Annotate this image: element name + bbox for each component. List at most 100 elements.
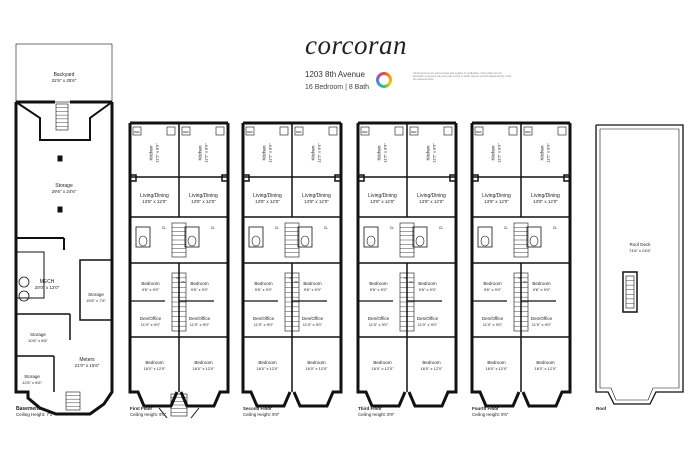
room-dimension: 11'0" x 9'0" bbox=[483, 322, 503, 327]
room-dimension: 13'8" x 12'0" bbox=[255, 199, 280, 204]
room-label: Living/Dining bbox=[189, 193, 218, 199]
bathtub-icon bbox=[366, 235, 376, 247]
room-label: Living/Dining bbox=[368, 193, 397, 199]
room-label: Bedroom bbox=[258, 360, 277, 365]
room-label: Den/Office bbox=[302, 316, 324, 321]
room-dimension: 11'0" x 9'0" bbox=[141, 322, 161, 327]
bathtub-icon bbox=[480, 235, 490, 247]
room-label: Storage bbox=[30, 332, 46, 337]
room-label: Living/Dining bbox=[417, 193, 446, 199]
room-dimension: 13'8" x 12'0" bbox=[370, 199, 395, 204]
exterior-wall bbox=[292, 123, 343, 408]
room-dimension: 9'6" x 9'0" bbox=[484, 287, 502, 292]
room-label: Bedroom bbox=[532, 281, 551, 286]
room-dimension: 21'0" x 15'6" bbox=[75, 363, 100, 368]
closet-label: CL bbox=[390, 226, 395, 230]
brand-logo: corcoran bbox=[305, 30, 407, 60]
room-dimension: 11'0" x 9'0" bbox=[254, 322, 274, 327]
room-dimension: 16'0" x 12'0" bbox=[306, 366, 329, 371]
stair-label: UP bbox=[518, 276, 522, 280]
bathtub-icon bbox=[187, 235, 197, 247]
bathroom bbox=[412, 226, 428, 248]
room-dimension: 13'8" x 12'0" bbox=[533, 199, 558, 204]
roof-outline bbox=[595, 124, 684, 405]
room-dimension: 11'5" x 8'0" bbox=[383, 143, 388, 163]
room-label: Bedroom bbox=[307, 360, 326, 365]
closet-label: CL bbox=[439, 226, 444, 230]
appliance-icon bbox=[508, 126, 518, 136]
roof-hatch bbox=[622, 271, 638, 313]
closet-label: CL bbox=[211, 226, 216, 230]
room-label: Kitchen bbox=[491, 145, 496, 161]
room-label: Living/Dining bbox=[253, 193, 282, 199]
room-label: Storage bbox=[24, 374, 40, 379]
boiler-icon bbox=[18, 276, 30, 288]
compass-icon bbox=[376, 72, 392, 88]
exterior-wall bbox=[179, 123, 230, 408]
room-label: Living/Dining bbox=[482, 193, 511, 199]
room-dimension: 11'5" x 8'0" bbox=[317, 143, 322, 163]
room-label: Kitchen bbox=[377, 145, 382, 161]
refrigerator-icon bbox=[409, 126, 419, 136]
wall-line bbox=[449, 174, 456, 182]
refrigerator-icon bbox=[132, 126, 142, 136]
ref-label: REF bbox=[247, 130, 253, 134]
room-label: Kitchen bbox=[311, 145, 316, 161]
bathroom bbox=[297, 226, 313, 248]
room-label: Kitchen bbox=[198, 145, 203, 161]
wall-line bbox=[130, 174, 137, 182]
property-address: 1203 8th Avenue bbox=[305, 70, 365, 79]
column-icon bbox=[57, 155, 63, 162]
floor-label: Roof bbox=[596, 406, 607, 411]
stair-icon bbox=[55, 103, 69, 131]
room-dimension: 16'0" x 12'0" bbox=[372, 366, 395, 371]
bathroom bbox=[363, 226, 379, 248]
floor-label: Third Floor bbox=[358, 406, 382, 411]
ceiling-height: Ceiling Height: 7'2" bbox=[16, 412, 54, 417]
room-label: Backyard bbox=[54, 72, 75, 78]
wall-line bbox=[221, 174, 228, 182]
stair-label: DN bbox=[523, 280, 527, 284]
appliance-icon bbox=[279, 126, 289, 136]
bathtub-icon bbox=[415, 235, 425, 247]
refrigerator-icon bbox=[523, 126, 533, 136]
room-dimension: 12'6" x 8'6" bbox=[22, 380, 42, 385]
room-dimension: 74'6" x 24'6" bbox=[629, 248, 652, 253]
ref-label: REF bbox=[296, 130, 302, 134]
boiler-icon bbox=[18, 290, 30, 302]
bathroom bbox=[184, 226, 200, 248]
wall-line bbox=[334, 174, 341, 182]
floor-label: Fourth Floor bbox=[472, 406, 499, 411]
room-dimension: 13'8" x 12'0" bbox=[191, 199, 216, 204]
room-dimension: 9'6" x 9'0" bbox=[370, 287, 388, 292]
closet-label: CL bbox=[275, 226, 280, 230]
room-label: Kitchen bbox=[262, 145, 267, 161]
basement-wall bbox=[14, 102, 114, 416]
exterior-wall bbox=[521, 123, 572, 408]
mech-room bbox=[15, 251, 45, 299]
bathtub-icon bbox=[300, 235, 310, 247]
entry-line bbox=[158, 407, 168, 419]
ref-label: REF bbox=[525, 130, 531, 134]
room-dimension: 9'6" x 9'0" bbox=[304, 287, 322, 292]
refrigerator-icon bbox=[181, 126, 191, 136]
bathtub-icon bbox=[251, 235, 261, 247]
room-dimension: 29'6" x 24'6" bbox=[52, 189, 77, 194]
room-dimension: 9'6" x 9'0" bbox=[191, 287, 209, 292]
room-dimension: 11'0" x 9'0" bbox=[303, 322, 323, 327]
disclaimer-text: All dimensions are approximate and subje… bbox=[413, 72, 512, 82]
room-label: Storage bbox=[88, 292, 104, 297]
ref-label: REF bbox=[411, 130, 417, 134]
property-summary: 16 Bedroom | 8 Bath bbox=[305, 84, 370, 91]
refrigerator-icon bbox=[294, 126, 304, 136]
exterior-wall bbox=[241, 123, 292, 408]
room-label: Living/Dining bbox=[531, 193, 560, 199]
ref-label: REF bbox=[476, 130, 482, 134]
room-label: Den/Office bbox=[140, 316, 162, 321]
floor-label: Basement bbox=[16, 406, 40, 412]
ceiling-height: Ceiling Height: 9'6" bbox=[472, 412, 509, 417]
appliance-icon bbox=[394, 126, 404, 136]
ref-label: REF bbox=[134, 130, 140, 134]
stair-label: DN bbox=[181, 280, 185, 284]
room-dimension: 13'8" x 12'0" bbox=[304, 199, 329, 204]
